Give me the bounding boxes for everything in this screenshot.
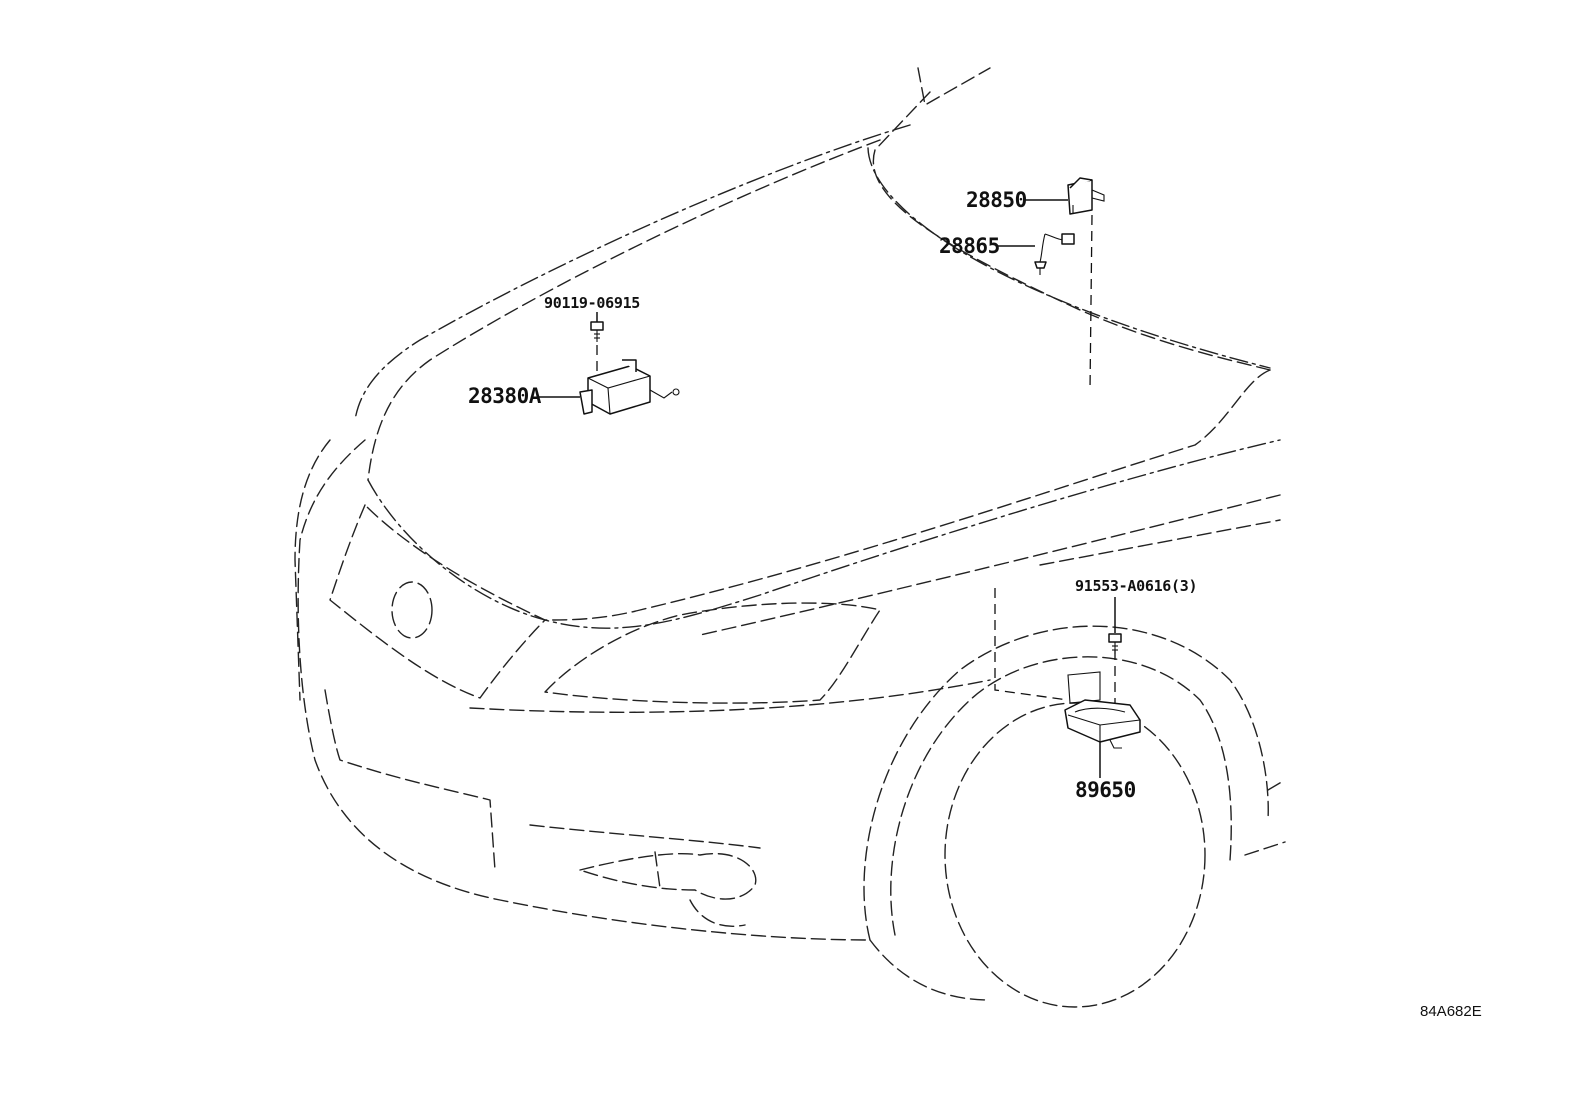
guide-28850 <box>1089 214 1093 391</box>
callout-28380A[interactable]: 28380A <box>468 384 541 408</box>
fender-rear-lower <box>1244 779 1286 856</box>
wheel-arch-inner <box>890 656 1232 936</box>
part-89650-sensor[interactable] <box>1064 671 1141 749</box>
windshield-line <box>917 67 991 106</box>
a-pillar-line <box>874 91 931 151</box>
diagram-reference-code: 84A682E <box>1420 1003 1482 1020</box>
callout-28850[interactable]: 28850 <box>966 188 1027 212</box>
bumper-front-left <box>297 439 871 941</box>
hood-crease-line <box>867 147 1271 369</box>
fog-lamp-bezel <box>529 824 761 849</box>
fog-lamp-inner <box>654 851 661 889</box>
tire-outline <box>944 702 1206 1008</box>
bumper-upper-line <box>469 679 991 713</box>
bumper-side-left <box>294 439 331 701</box>
callout-89650[interactable]: 89650 <box>1075 778 1136 802</box>
hood-front-right-edge <box>544 369 1271 621</box>
hood-rear-edge <box>872 149 1271 371</box>
grille-outline <box>329 504 546 699</box>
callout-91553-A0616[interactable]: 91553-A0616(3) <box>1075 577 1198 595</box>
guide-89650-left <box>994 588 1069 701</box>
callout-90119-06915[interactable]: 90119-06915 <box>544 294 641 312</box>
part-90119-bolt[interactable] <box>590 321 604 342</box>
emblem-outline <box>391 581 433 639</box>
part-28850-relay[interactable] <box>1067 177 1105 215</box>
wheel-arch-outer <box>863 625 1269 941</box>
wheel-arch-front-lower <box>869 939 991 1001</box>
headlight-outline <box>544 602 881 704</box>
fog-lamp-outline <box>579 852 757 900</box>
fender-side-line <box>1039 519 1281 566</box>
callout-28865[interactable]: 28865 <box>939 234 1000 258</box>
part-28380A-unit[interactable] <box>579 359 680 415</box>
hood-left-edge <box>354 124 911 421</box>
bumper-lower-line <box>324 689 496 871</box>
part-91553-bolt[interactable] <box>1108 633 1122 654</box>
hood-left-inner-edge <box>367 139 881 481</box>
part-28865-harness[interactable] <box>1034 233 1075 275</box>
fender-top-line <box>699 494 1281 636</box>
bumper-chin-line <box>689 899 746 927</box>
